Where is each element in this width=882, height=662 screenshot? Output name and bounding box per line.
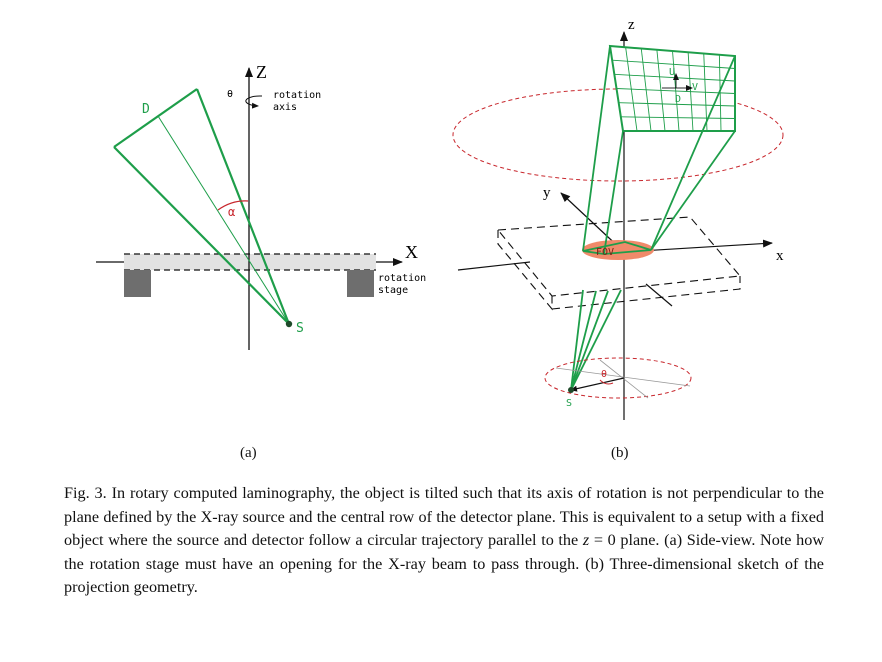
detector-grid-row	[612, 59, 736, 69]
detector-grid-row	[616, 88, 736, 94]
figure-caption: Fig. 3. In rotary computed laminography,…	[64, 482, 824, 600]
caption-part-1: Fig. 3. In rotary computed laminography,…	[64, 484, 824, 550]
central-ray	[157, 115, 290, 325]
x-label-a: X	[405, 242, 418, 262]
detector-grid-row	[618, 102, 736, 107]
theta-label-a: θ	[227, 89, 233, 100]
stage-foot-right	[347, 270, 374, 297]
caption-z-var: z	[582, 531, 590, 550]
detector-grid	[608, 44, 736, 132]
u-label: U	[669, 67, 675, 78]
source-radius-arrow	[570, 377, 625, 392]
source-plane-line-2	[599, 359, 649, 399]
source-label-a: S	[296, 321, 304, 336]
sublabel-a: (a)	[240, 445, 257, 461]
object-plane	[496, 216, 742, 311]
sublabel-b: (b)	[611, 445, 629, 461]
source-plane-line-1	[555, 367, 691, 387]
stage-foot-left	[124, 270, 151, 297]
rotation-arrow	[245, 95, 263, 109]
stage-label-2: stage	[378, 285, 408, 296]
beam-edge-lower	[113, 146, 290, 325]
tilt-axis-left	[457, 261, 531, 271]
z-label-a: Z	[256, 62, 267, 82]
panel-a: Z X θ rotation axis D α S rotation stage	[96, 62, 426, 350]
y-label-b: y	[543, 185, 551, 201]
v-label: V	[692, 82, 698, 93]
fov-label: FOV	[596, 247, 614, 258]
d-label-b: D	[675, 94, 681, 105]
beam-edge-upper	[195, 88, 291, 325]
source-trajectory	[544, 357, 692, 399]
theta-arc-b	[599, 379, 614, 385]
detector-label-a: D	[142, 102, 150, 117]
figure-svg: Z X θ rotation axis D α S rotation stage	[96, 17, 784, 420]
detector-trajectory	[452, 88, 784, 182]
x-label-b: x	[776, 248, 784, 264]
tilt-axis-right	[645, 283, 673, 307]
panel-b: z y x U V D FOV θ S	[452, 17, 784, 420]
detector-line-a	[113, 88, 198, 148]
source-point-a	[285, 320, 293, 328]
source-label-b: S	[566, 398, 572, 409]
theta-label-b: θ	[601, 369, 607, 380]
alpha-arc	[217, 200, 249, 211]
source-point-b	[568, 387, 574, 393]
beam-a	[113, 88, 291, 325]
rotation-axis-label-1: rotation	[273, 90, 321, 101]
stage-label-1: rotation	[378, 273, 426, 284]
z-label-b: z	[628, 17, 635, 33]
beam-b	[570, 45, 736, 391]
rotation-axis-label-2: axis	[273, 102, 297, 113]
detector-grid-row	[620, 116, 736, 119]
alpha-label: α	[228, 205, 235, 219]
caption-part-2: = 0 plane. (a) Side-view. Note how the r…	[64, 531, 825, 597]
figure: Z X θ rotation axis D α S rotation stage	[96, 17, 784, 420]
